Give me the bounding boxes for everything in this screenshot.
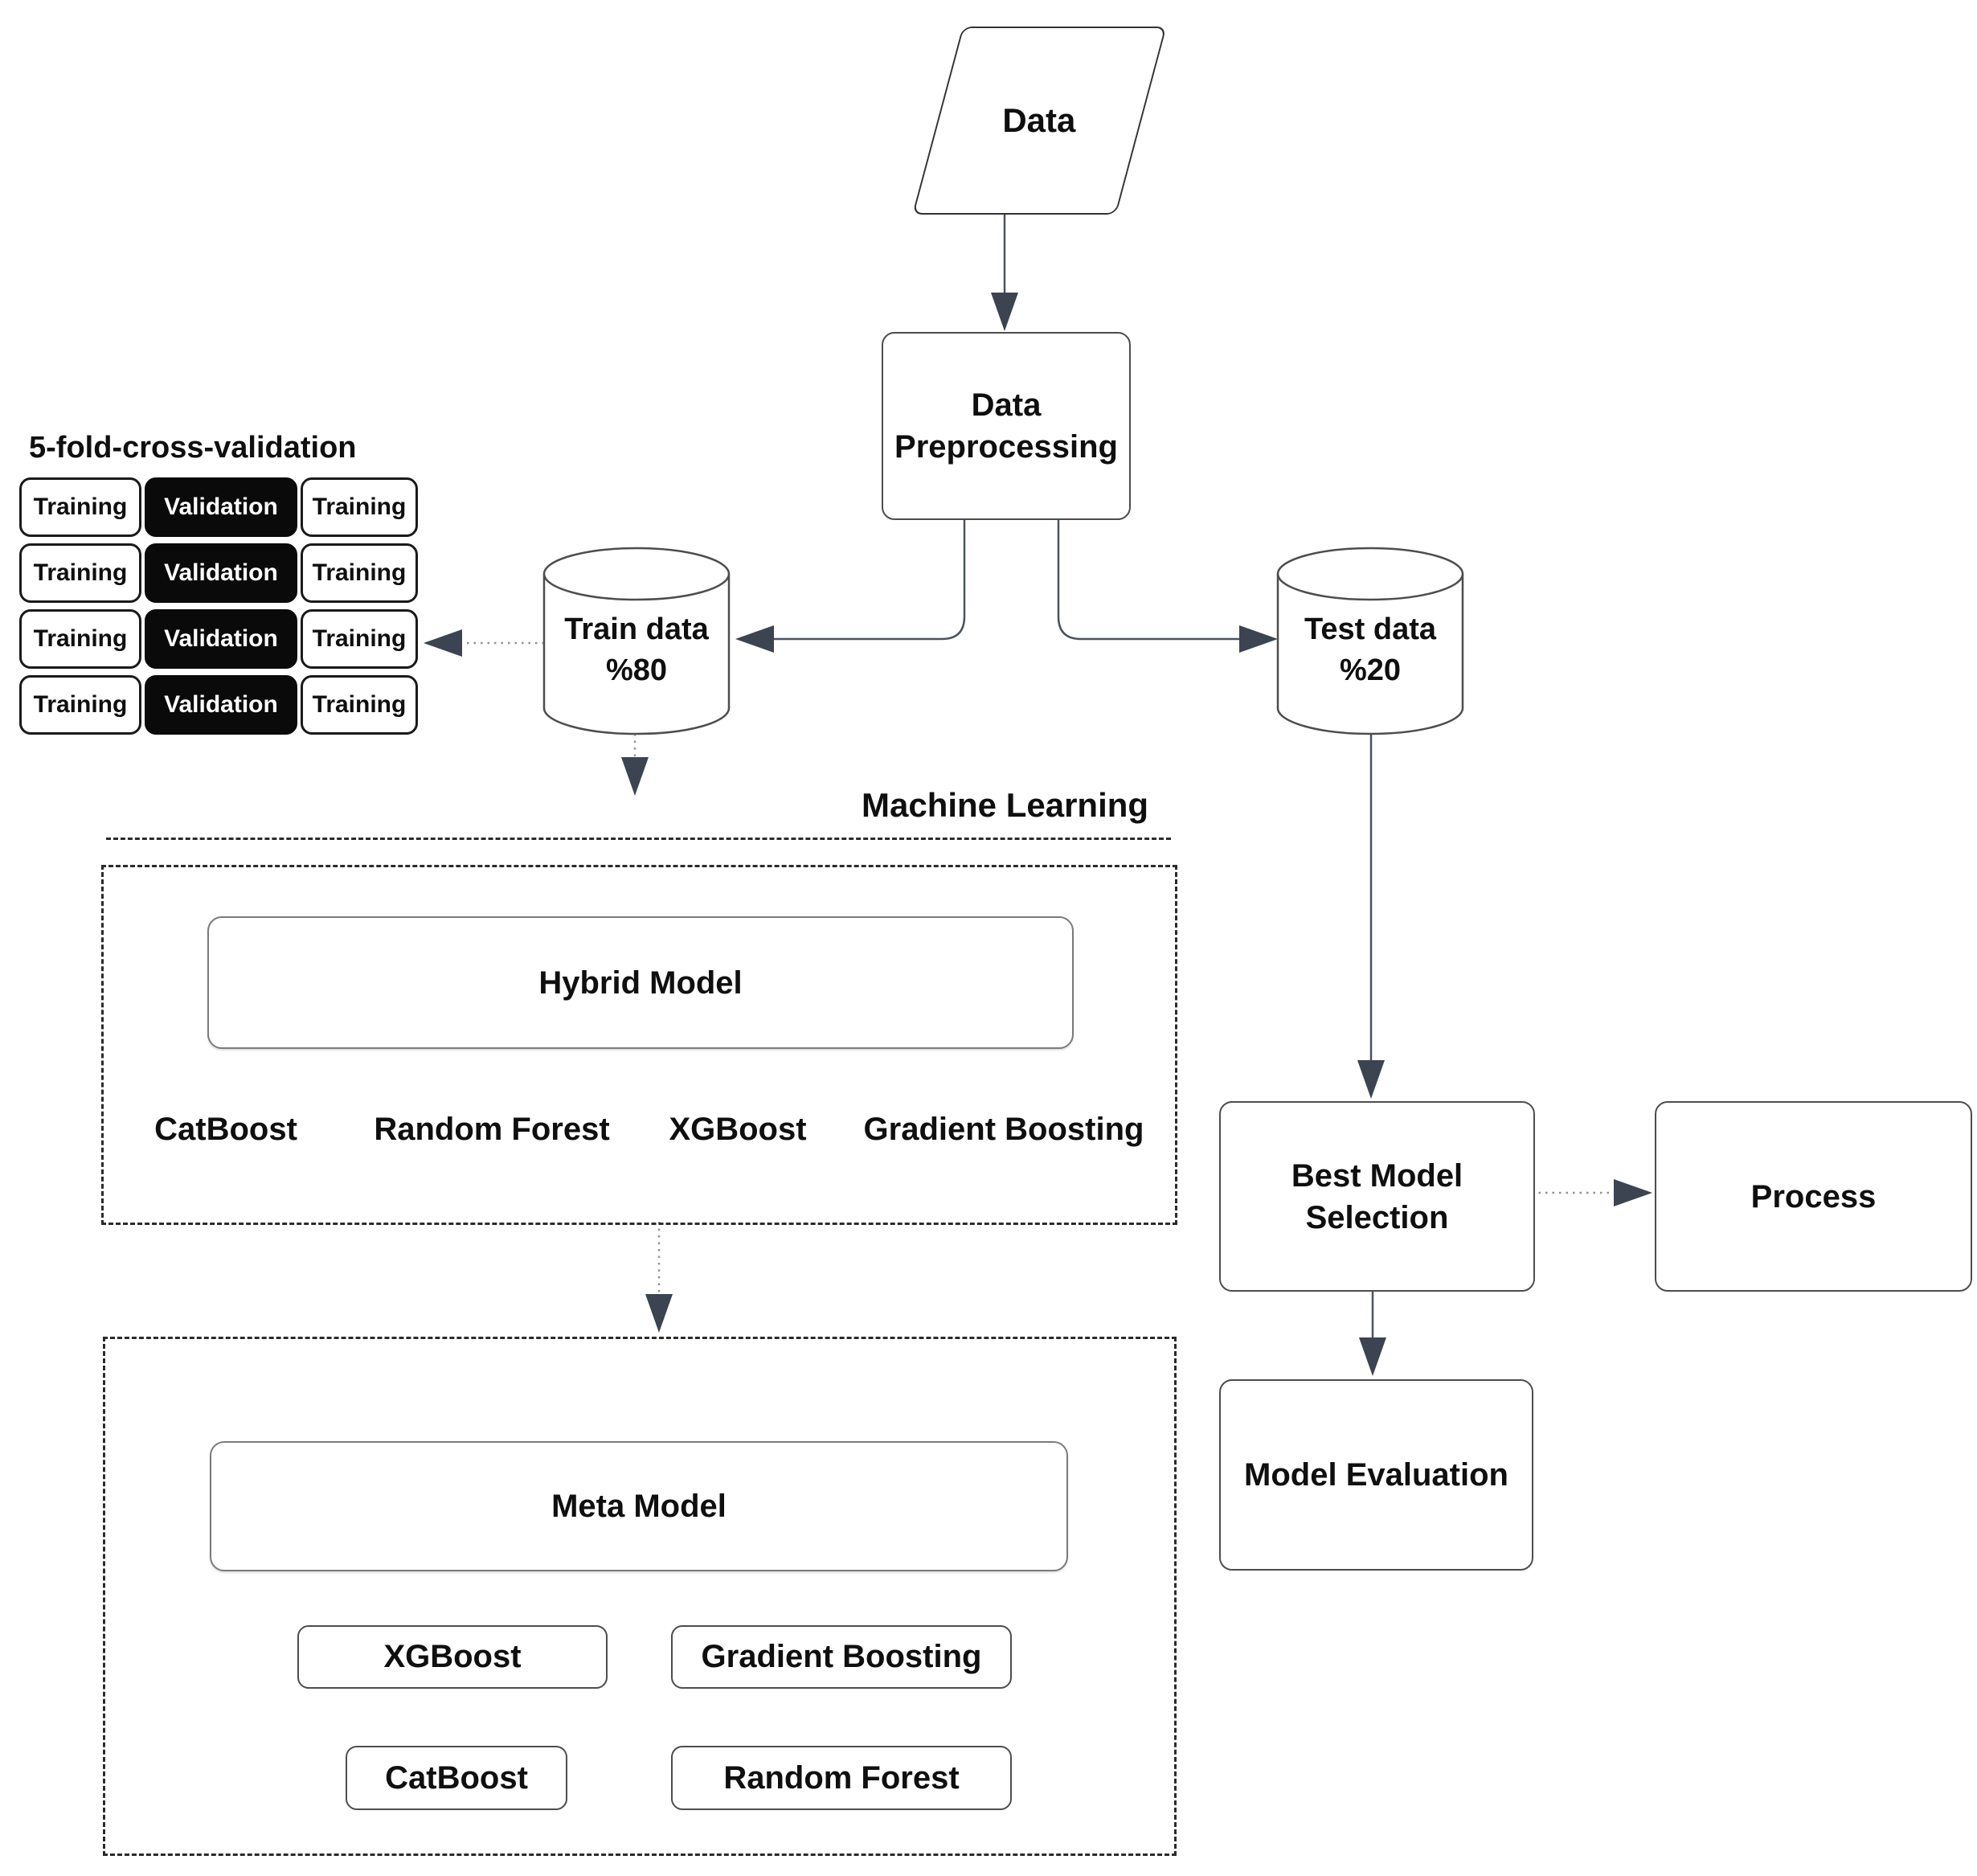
machine-learning-title: Machine Learning — [862, 786, 1149, 824]
meta-button-xgboost: XGBoost — [297, 1625, 608, 1689]
cv-cell-training: Training — [301, 675, 418, 735]
train-data-label-line1: Train data — [564, 612, 709, 646]
test-data-label: Test data %20 — [1278, 609, 1463, 692]
test-data-label-line1: Test data — [1304, 612, 1436, 646]
cv-cell-validation: Validation — [145, 543, 297, 603]
cv-cell-validation: Validation — [145, 675, 297, 735]
arrow-test-to-best-model — [1357, 734, 1385, 1099]
train-data-cylinder-shape — [542, 547, 731, 735]
meta-button-random-forest: Random Forest — [671, 1746, 1012, 1810]
arrow-data-to-preprocessing — [991, 211, 1018, 331]
cv-cell-training: Training — [19, 675, 141, 735]
cv-cell-training: Training — [301, 609, 418, 669]
train-data-label-line2: %80 — [605, 653, 668, 688]
cv-cell-training: Training — [19, 543, 141, 603]
hybrid-model-box: Hybrid Model — [207, 916, 1074, 1049]
arrow-train-to-crossvalidation — [424, 629, 544, 657]
best-model-label-line1: Best Model — [1291, 1157, 1463, 1194]
preprocessing-label-line2: Preprocessing — [894, 429, 1118, 465]
data-node-label: Data — [1002, 101, 1076, 139]
cv-cell-training: Training — [301, 477, 418, 537]
arrow-preprocessing-to-test — [1057, 517, 1278, 653]
meta-model-label: Meta Model — [551, 1489, 727, 1524]
arrow-ml-to-meta-model — [645, 1222, 673, 1333]
test-data-label-line2: %20 — [1339, 653, 1402, 688]
algorithm-label-xgboost: XGBoost — [669, 1112, 807, 1147]
arrow-preprocessing-to-train — [735, 517, 966, 653]
cv-row: Training Validation Training — [19, 543, 418, 603]
best-model-selection-node: Best Model Selection — [1219, 1101, 1535, 1292]
meta-button-gradient-boosting: Gradient Boosting — [671, 1625, 1012, 1689]
cross-validation-grid: Training Validation Training Training Va… — [19, 477, 418, 741]
arrow-train-to-machine-learning — [621, 734, 649, 796]
process-node: Process — [1655, 1101, 1972, 1292]
best-model-label-line2: Selection — [1305, 1199, 1449, 1235]
cv-cell-training: Training — [19, 477, 141, 537]
preprocessing-label-line1: Data — [971, 387, 1042, 423]
machine-learning-region — [101, 865, 1177, 1225]
algorithm-label-gradient-boosting: Gradient Boosting — [863, 1112, 1144, 1147]
meta-model-box: Meta Model — [210, 1441, 1068, 1571]
train-data-label: Train data %80 — [544, 609, 729, 692]
arrow-best-model-to-process — [1532, 1179, 1652, 1206]
preprocessing-node: Data Preprocessing — [882, 332, 1131, 520]
meta-model-region — [103, 1337, 1177, 1856]
meta-button-catboost: CatBoost — [346, 1746, 567, 1810]
cv-cell-validation: Validation — [145, 609, 297, 669]
process-label: Process — [1750, 1178, 1877, 1214]
test-data-cylinder-shape — [1276, 547, 1464, 735]
cross-validation-title: 5-fold-cross-validation — [29, 431, 357, 465]
cv-row: Training Validation Training — [19, 477, 418, 537]
cv-row: Training Validation Training — [19, 675, 418, 735]
machine-learning-separator — [106, 838, 1171, 840]
model-evaluation-label: Model Evaluation — [1244, 1457, 1508, 1493]
hybrid-model-label: Hybrid Model — [538, 965, 743, 1001]
model-evaluation-node: Model Evaluation — [1219, 1379, 1533, 1571]
cv-row: Training Validation Training — [19, 609, 418, 669]
cv-cell-training: Training — [19, 609, 141, 669]
cv-cell-training: Training — [301, 543, 418, 603]
arrow-best-model-to-evaluation — [1359, 1288, 1386, 1376]
algorithm-label-random-forest: Random Forest — [374, 1112, 610, 1147]
algorithm-label-catboost: CatBoost — [154, 1112, 297, 1147]
cv-cell-validation: Validation — [145, 477, 297, 537]
